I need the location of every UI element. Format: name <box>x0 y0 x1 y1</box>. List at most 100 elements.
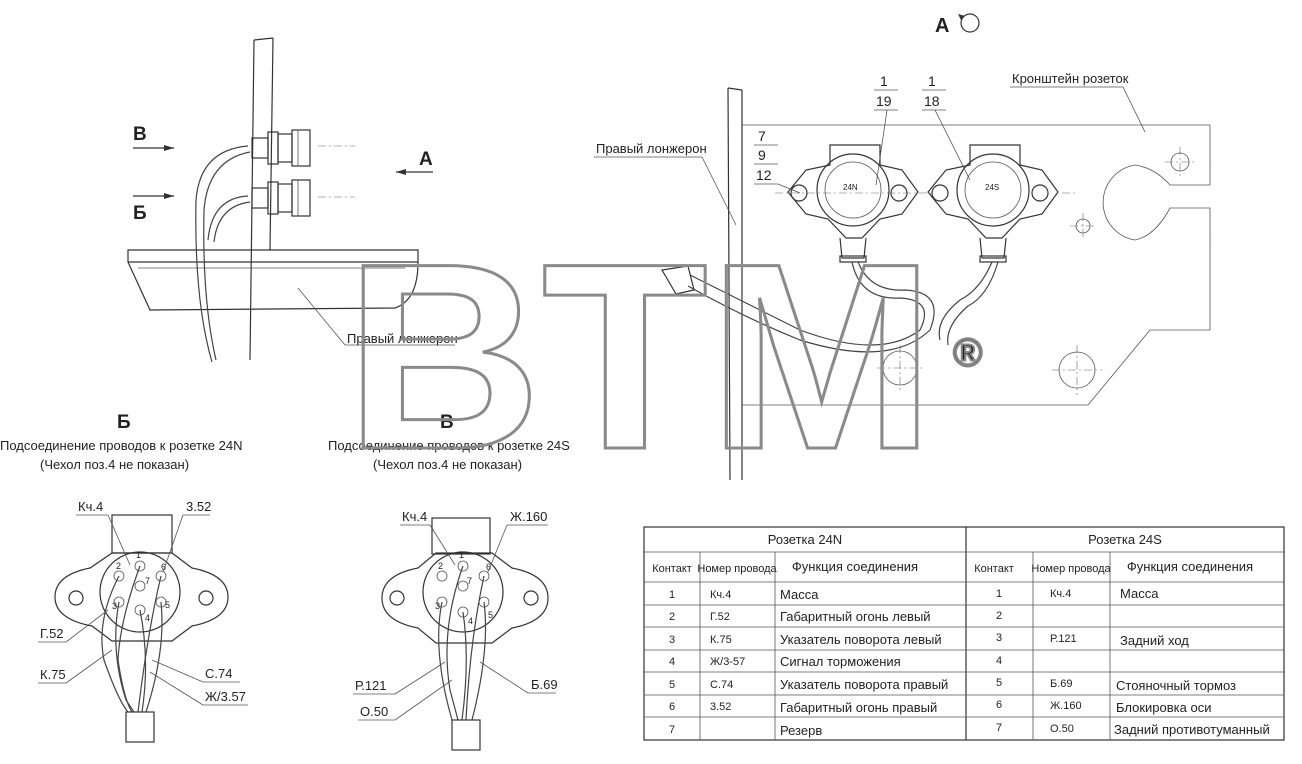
callout-1b: 1 <box>928 73 936 89</box>
arrow-a-letter: А <box>419 149 433 170</box>
th-func-s: Функция соединения <box>1127 559 1253 574</box>
table-row: 4 Ж/3-57 Сигнал торможения 4 <box>669 654 1002 669</box>
svg-text:Г.52: Г.52 <box>710 611 730 623</box>
watermark: BTM ® <box>344 208 984 507</box>
svg-text:Кч.4: Кч.4 <box>1050 588 1071 600</box>
socket-24s-mark: 24S <box>985 183 999 192</box>
watermark-text: BTM <box>345 209 935 505</box>
svg-text:3.52: 3.52 <box>710 701 731 713</box>
svg-text:Резерв: Резерв <box>780 723 822 738</box>
v-pin-1: 1 <box>459 550 464 560</box>
th-wire-s: Номер провода <box>1031 563 1111 575</box>
svg-text:Кч.4: Кч.4 <box>710 589 731 601</box>
th-contact-s: Контакт <box>974 563 1014 575</box>
svg-text:Ж.160: Ж.160 <box>1050 700 1082 712</box>
view-a-title: А <box>935 15 949 37</box>
view-v-pins: 1 2 3 4 5 6 7 <box>435 550 493 626</box>
view-v: В Подсоединение проводов к розетке 24S (… <box>328 412 570 751</box>
connector-upper <box>251 129 355 167</box>
svg-text:Блокировка оси: Блокировка оси <box>1116 700 1211 715</box>
view-v-wire-b69: Б.69 <box>531 677 558 692</box>
table-row: 3 К.75 Указатель поворота левый 3 Р.121 … <box>669 632 1189 648</box>
rotation-icon <box>960 13 980 33</box>
view-v-caption2: (Чехол поз.4 не показан) <box>373 457 522 472</box>
view-a: А 24N <box>594 13 1211 481</box>
svg-text:Задний ход: Задний ход <box>1120 633 1189 648</box>
svg-text:1: 1 <box>669 589 675 601</box>
socket-24n: 24N <box>775 144 935 263</box>
v-pin-6: 6 <box>486 562 491 572</box>
svg-text:2: 2 <box>996 610 1002 622</box>
svg-text:6: 6 <box>669 701 675 713</box>
socket-24n-mark: 24N <box>843 183 858 192</box>
svg-text:3: 3 <box>669 634 675 646</box>
svg-text:Сигнал торможения: Сигнал торможения <box>780 654 901 669</box>
table-row: 6 3.52 Габаритный огонь правый 6 Ж.160 Б… <box>669 699 1212 715</box>
spar-label-left: Правый лонжерон <box>347 331 458 346</box>
pin-4: 4 <box>145 613 150 623</box>
v-pin-3: 3 <box>435 601 440 611</box>
svg-text:Указатель поворота левый: Указатель поворота левый <box>780 632 942 647</box>
v-pin-2: 2 <box>438 561 443 571</box>
callout-12: 12 <box>756 167 772 183</box>
view-b: Б Подсоединение проводов к розетке 24N (… <box>0 412 248 743</box>
table-group-24n: Розетка 24N <box>768 532 842 547</box>
callout-19: 19 <box>876 93 892 109</box>
table-group-24s: Розетка 24S <box>1088 532 1162 547</box>
table-row: 5 С.74 Указатель поворота правый 5 Б.69 … <box>669 677 1236 693</box>
svg-text:Масса: Масса <box>780 587 819 602</box>
svg-text:4: 4 <box>996 655 1002 667</box>
v-pin-7: 7 <box>467 576 472 586</box>
arrow-b-letter: В <box>133 124 147 145</box>
th-contact-n: Контакт <box>652 563 692 575</box>
pin-1: 1 <box>136 550 141 560</box>
svg-text:7: 7 <box>996 722 1002 734</box>
view-b-wire-c74: С.74 <box>205 666 232 681</box>
view-b-wire-k75: К.75 <box>40 667 66 682</box>
view-b-wire-kch4: Кч.4 <box>78 499 103 514</box>
connector-lower <box>251 179 355 217</box>
svg-text:С.74: С.74 <box>710 679 733 691</box>
view-b-pins: 1 2 3 4 5 6 7 <box>112 550 170 623</box>
svg-text:О.50: О.50 <box>1050 723 1074 735</box>
svg-text:4: 4 <box>669 656 675 668</box>
socket-24s: 24S <box>927 144 1075 263</box>
svg-text:К.75: К.75 <box>710 634 732 646</box>
svg-text:Задний противотуманный: Задний противотуманный <box>1114 722 1270 737</box>
pin-7: 7 <box>145 576 150 586</box>
view-b-caption1: Подсоединение проводов к розетке 24N <box>0 438 242 453</box>
table-row: 2 Г.52 Габаритный огонь левый 2 <box>669 609 1002 624</box>
view-b-caption2: (Чехол поз.4 не показан) <box>40 457 189 472</box>
watermark-registered: ® <box>953 331 982 375</box>
callout-1a: 1 <box>880 73 888 89</box>
connection-table: Розетка 24N Розетка 24S Контакт Номер пр… <box>643 526 1285 741</box>
svg-text:6: 6 <box>996 699 1002 711</box>
arrow-bb-letter: Б <box>133 203 147 224</box>
svg-text:5: 5 <box>669 679 675 691</box>
th-func-n: Функция соединения <box>792 559 918 574</box>
view-b-letter: Б <box>117 412 131 433</box>
v-pin-5: 5 <box>488 610 493 620</box>
pin-2: 2 <box>116 561 121 571</box>
side-view: В Б А Правый лонжерон <box>127 37 458 363</box>
svg-text:7: 7 <box>669 724 675 736</box>
svg-text:Р.121: Р.121 <box>1050 633 1077 645</box>
view-b-wire-352: 3.52 <box>186 499 211 514</box>
pin-6: 6 <box>161 562 166 572</box>
svg-text:3: 3 <box>996 632 1002 644</box>
pin-5: 5 <box>165 600 170 610</box>
view-v-wire-o50: О.50 <box>360 704 388 719</box>
svg-text:Стояночный тормоз: Стояночный тормоз <box>1116 678 1236 693</box>
svg-text:2: 2 <box>669 611 675 623</box>
svg-text:1: 1 <box>996 588 1002 600</box>
table-row: 1 Кч.4 Масса 1 Кч.4 Масса <box>669 586 1159 602</box>
bracket-label: Кронштейн розеток <box>1012 71 1129 86</box>
svg-text:Б.69: Б.69 <box>1050 678 1073 690</box>
spar-label-top: Правый лонжерон <box>596 141 707 156</box>
svg-text:Указатель поворота правый: Указатель поворота правый <box>780 677 948 692</box>
callout-18: 18 <box>924 93 940 109</box>
svg-text:Габаритный огонь правый: Габаритный огонь правый <box>780 700 937 715</box>
pin-3: 3 <box>112 601 117 611</box>
